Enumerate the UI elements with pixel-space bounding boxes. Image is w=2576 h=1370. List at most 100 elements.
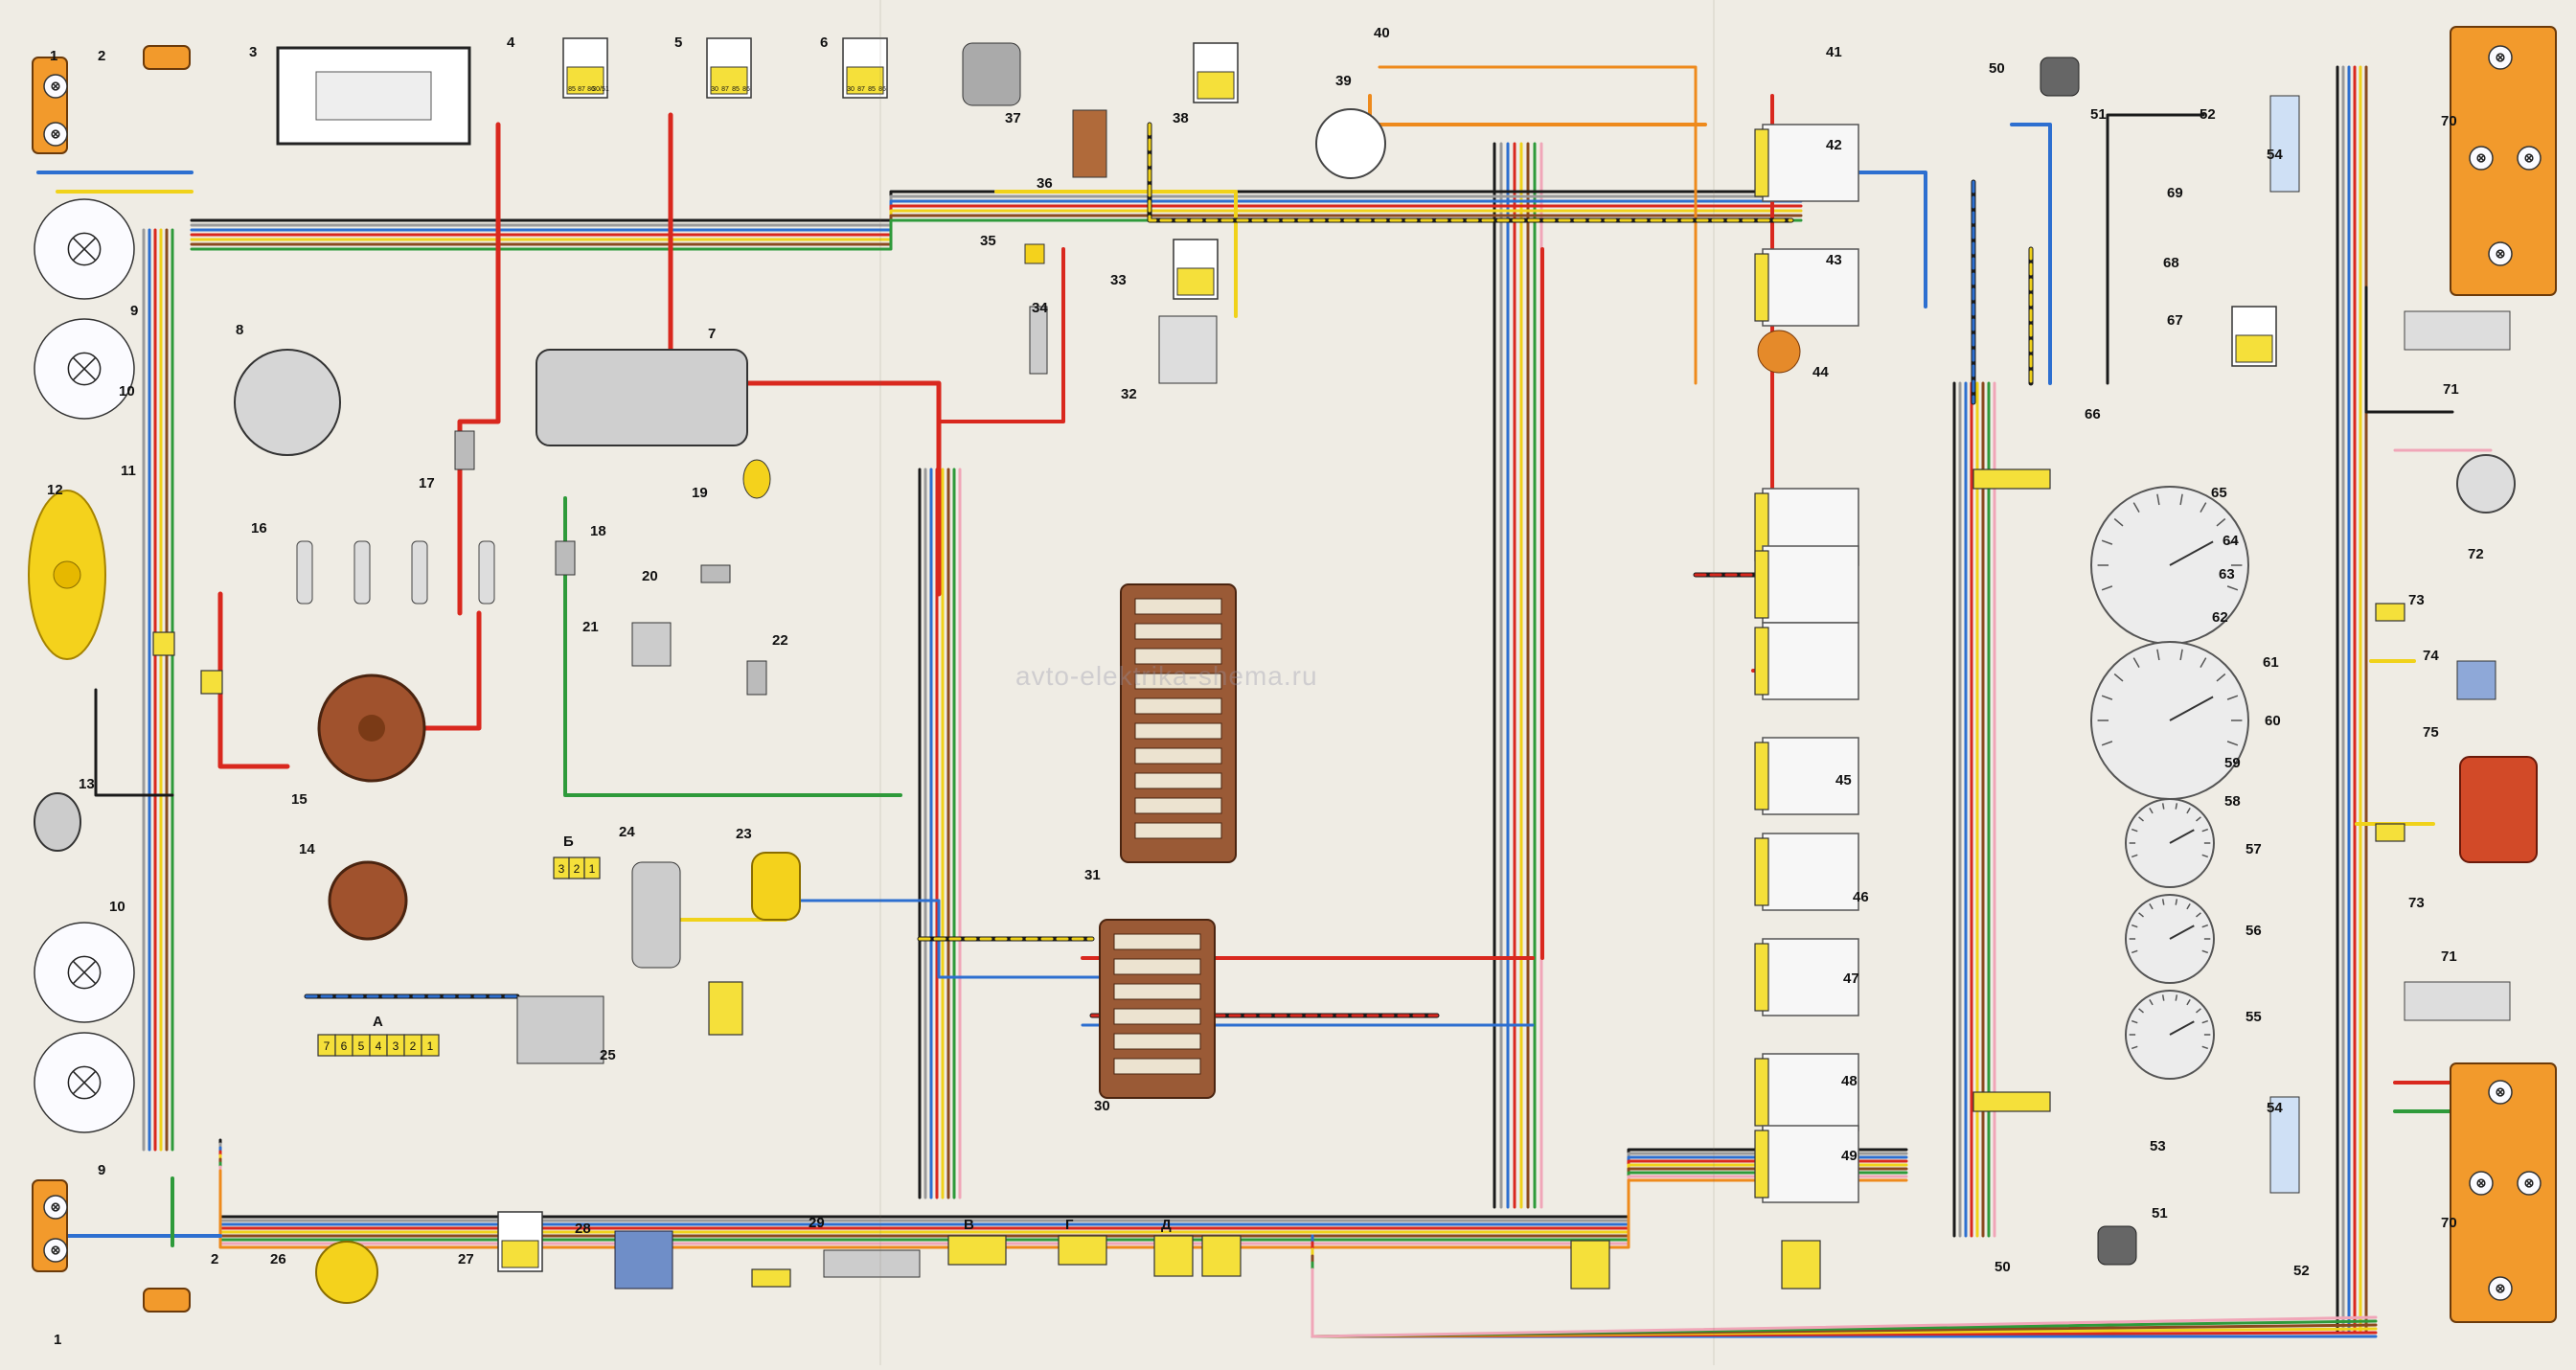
bulb-filament xyxy=(73,1071,96,1094)
parking-bulb xyxy=(43,122,68,147)
component-number: 69 xyxy=(2167,185,2183,201)
wire xyxy=(937,247,1065,423)
connector-letter: Д xyxy=(1161,1217,1172,1233)
gauge-tick xyxy=(2186,807,2191,814)
connector-b-pin xyxy=(583,856,601,879)
bulb-filament xyxy=(2477,154,2485,162)
gauge-needle xyxy=(2169,829,2195,844)
switch-connector xyxy=(1754,550,1769,619)
gauge-tick xyxy=(2201,924,2209,928)
fuse xyxy=(1134,722,1222,740)
bulb-filament xyxy=(2525,154,2533,162)
gauge-tick xyxy=(2179,649,2183,661)
component-number: 33 xyxy=(1110,272,1127,288)
component-number: 11 xyxy=(121,463,136,479)
component-number: 26 xyxy=(270,1251,286,1267)
component-number: 52 xyxy=(2200,106,2216,123)
wire xyxy=(1311,1267,2378,1338)
gauge-tick xyxy=(2216,673,2226,682)
switch-block xyxy=(1762,938,1859,1016)
gauge-tick xyxy=(2226,741,2239,746)
component-number: 53 xyxy=(2150,1138,2166,1154)
bulb-filament xyxy=(52,130,59,138)
gauge-tick xyxy=(2196,912,2201,918)
component-number: 67 xyxy=(2167,312,2183,329)
component-number: 75 xyxy=(2423,724,2439,741)
bulb xyxy=(51,1202,60,1212)
fuse xyxy=(1134,648,1222,665)
switch-block xyxy=(1762,1053,1859,1131)
bulb-filament xyxy=(52,1203,59,1211)
fan-hub xyxy=(53,560,81,589)
fuse xyxy=(1113,933,1201,950)
gauge-tick xyxy=(2175,803,2178,810)
component-number: 38 xyxy=(1173,110,1189,126)
component-number: 43 xyxy=(1826,252,1842,268)
component-number: 64 xyxy=(2223,533,2239,549)
gauge-tick xyxy=(2138,912,2144,918)
fuse xyxy=(1134,797,1222,814)
component-number: 29 xyxy=(809,1215,825,1231)
bulb-filament xyxy=(2477,1179,2485,1187)
switch-connector xyxy=(1754,943,1769,1012)
wire xyxy=(2364,285,2454,414)
gauge-tick xyxy=(2196,816,2201,822)
turn-bulb xyxy=(43,74,68,99)
component-number: 52 xyxy=(2293,1263,2310,1279)
sensor-22 xyxy=(746,660,767,696)
component-number: 20 xyxy=(642,568,658,584)
voltage-regulator-25 xyxy=(516,995,604,1064)
component-number: 51 xyxy=(2090,106,2107,123)
component-number: 54 xyxy=(2267,147,2283,163)
component-number: 10 xyxy=(119,383,135,400)
spark-plug xyxy=(353,540,371,605)
bulb-filament xyxy=(2496,1285,2504,1292)
wire xyxy=(668,112,942,597)
component-number: 4 xyxy=(507,34,515,51)
gauge-tick xyxy=(2149,807,2154,814)
door-switch-54 xyxy=(2269,95,2300,193)
sensor-18 xyxy=(555,540,576,576)
connector xyxy=(1570,1240,1610,1290)
rear-bulb xyxy=(2517,146,2542,171)
headlight-inner-right xyxy=(34,922,135,1023)
component-number: 24 xyxy=(619,824,635,840)
wire xyxy=(563,496,902,797)
pin-label: 3 xyxy=(559,862,565,876)
component-number: 40 xyxy=(1374,25,1390,41)
wire xyxy=(399,610,482,731)
gauge-tick xyxy=(2200,657,2207,668)
fuse xyxy=(1113,1058,1201,1075)
connector xyxy=(708,981,743,1036)
switch-74 xyxy=(2456,660,2496,700)
component-number: 32 xyxy=(1121,386,1137,402)
switch-connector xyxy=(1754,1058,1769,1127)
lamp-35 xyxy=(1024,243,1045,264)
bulb xyxy=(2496,53,2505,62)
component-number: 30 xyxy=(1094,1098,1110,1114)
wire xyxy=(1148,123,1793,222)
component-number: 23 xyxy=(736,826,752,842)
horn xyxy=(34,792,81,852)
component-number: 18 xyxy=(590,523,606,539)
gauge-tick xyxy=(2131,1019,2138,1024)
heater-motor-37 xyxy=(962,42,1021,106)
bulb-filament xyxy=(52,1246,59,1254)
rear-bulb xyxy=(2488,1276,2513,1301)
component-number: 44 xyxy=(1812,364,1829,380)
gauge-tick xyxy=(2179,493,2183,506)
wire xyxy=(2106,113,2205,385)
door-switch-54 xyxy=(2269,1096,2300,1194)
wire xyxy=(2010,123,2052,385)
component-number: 51 xyxy=(2152,1205,2168,1222)
bulb xyxy=(2476,153,2486,163)
pin-label: 6 xyxy=(341,1039,348,1053)
rear-lamp-right xyxy=(2450,1062,2557,1323)
component-number: 9 xyxy=(130,303,139,319)
bulb xyxy=(2496,1087,2505,1097)
wire xyxy=(94,688,174,797)
component-number: 73 xyxy=(2408,895,2425,911)
ignition-coil xyxy=(328,860,408,941)
wire xyxy=(217,591,290,769)
